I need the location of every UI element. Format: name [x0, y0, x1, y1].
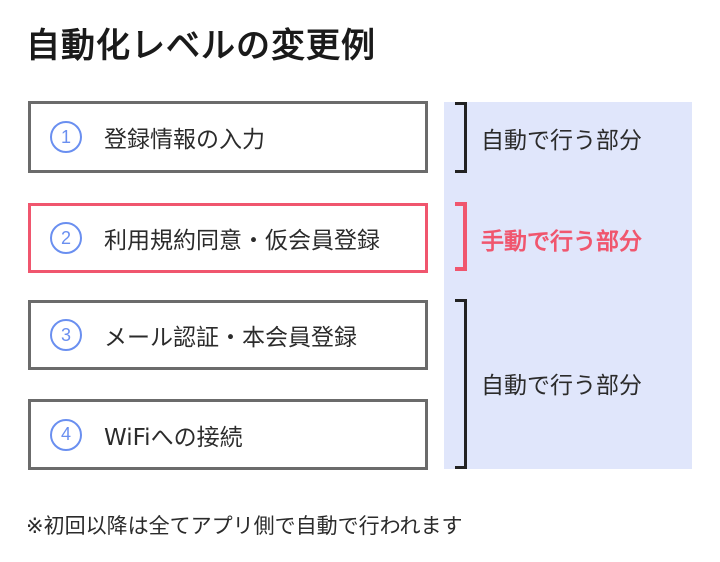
bracket-icon-auto-2: [455, 299, 467, 469]
step-number-circle-icon: 3: [50, 319, 82, 351]
step-box-1: 1 登録情報の入力: [28, 101, 428, 173]
group-label-auto-2: 自動で行う部分: [481, 373, 642, 399]
mode-panel: [444, 102, 692, 469]
step-label: 利用規約同意・仮会員登録: [104, 228, 380, 254]
step-label: 登録情報の入力: [104, 127, 265, 153]
step-label: メール認証・本会員登録: [104, 325, 357, 351]
bracket-icon-auto-1: [455, 102, 467, 173]
page-title: 自動化レベルの変更例: [26, 26, 376, 66]
step-number-circle-icon: 1: [50, 121, 82, 153]
group-label-auto-1: 自動で行う部分: [481, 128, 642, 154]
step-number-circle-icon: 2: [50, 222, 82, 254]
footnote: ※初回以降は全てアプリ側で自動で行われます: [26, 514, 463, 538]
step-box-4: 4 WiFiへの接続: [28, 399, 428, 470]
step-box-2: 2 利用規約同意・仮会員登録: [28, 203, 428, 273]
group-label-manual: 手動で行う部分: [481, 229, 642, 255]
step-box-3: 3 メール認証・本会員登録: [28, 300, 428, 370]
bracket-icon-manual: [455, 202, 467, 271]
step-number-circle-icon: 4: [50, 418, 82, 451]
step-label: WiFiへの接続: [104, 424, 243, 451]
